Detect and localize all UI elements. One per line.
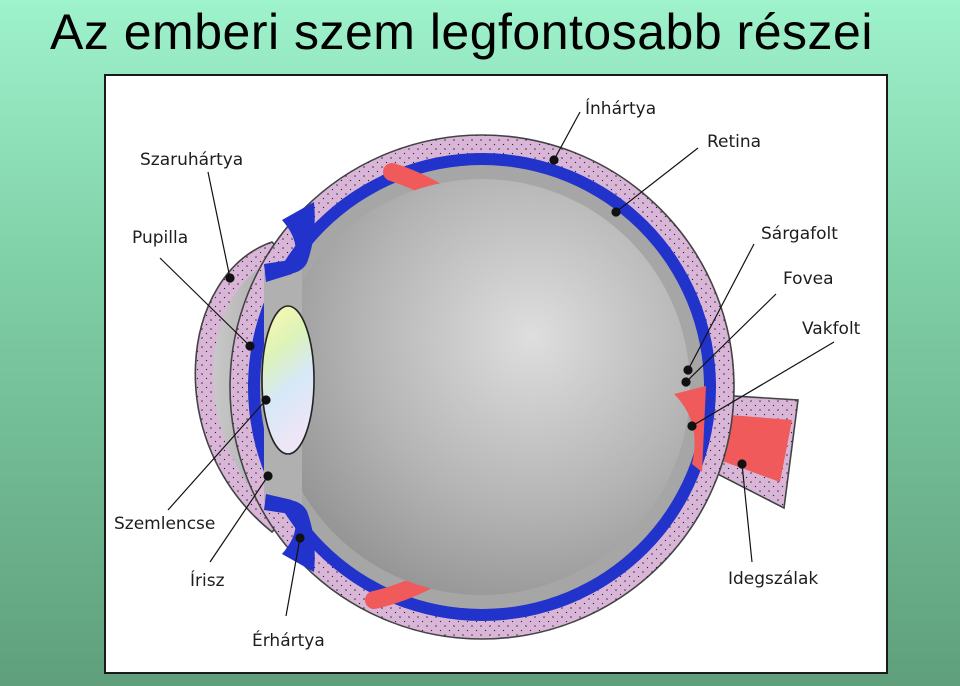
label-fovea: Fovea [783, 269, 834, 289]
lens [261, 305, 315, 455]
label-pupilla: Pupilla [132, 228, 188, 248]
label-idegszalak: Idegszálak [728, 569, 818, 589]
label-szaruhartya: Szaruhártya [140, 150, 243, 170]
eye-diagram: Ínhártya Retina Szaruhártya Pupilla Sárg… [114, 97, 861, 651]
label-szemlencse: Szemlencse [114, 514, 215, 534]
ciliary-bottom [274, 499, 315, 572]
eye-diagram-frame: Ínhártya Retina Szaruhártya Pupilla Sárg… [104, 74, 888, 674]
label-inhartya: Ínhártya [585, 97, 656, 119]
label-retina: Retina [707, 132, 761, 152]
ciliary-top [274, 202, 315, 275]
label-irisz: Írisz [190, 569, 225, 591]
iris-bottom [264, 494, 292, 514]
vitreous-body [274, 179, 690, 595]
label-vakfolt: Vakfolt [802, 319, 861, 339]
leader-lines [159, 111, 835, 617]
eyeball [229, 134, 735, 640]
label-sargafolt: Sárgafolt [761, 224, 838, 244]
slide-title: Az emberi szem legfontosabb részei [50, 4, 873, 60]
label-erhartya: Érhártya [252, 629, 325, 651]
iris-top [264, 260, 292, 282]
